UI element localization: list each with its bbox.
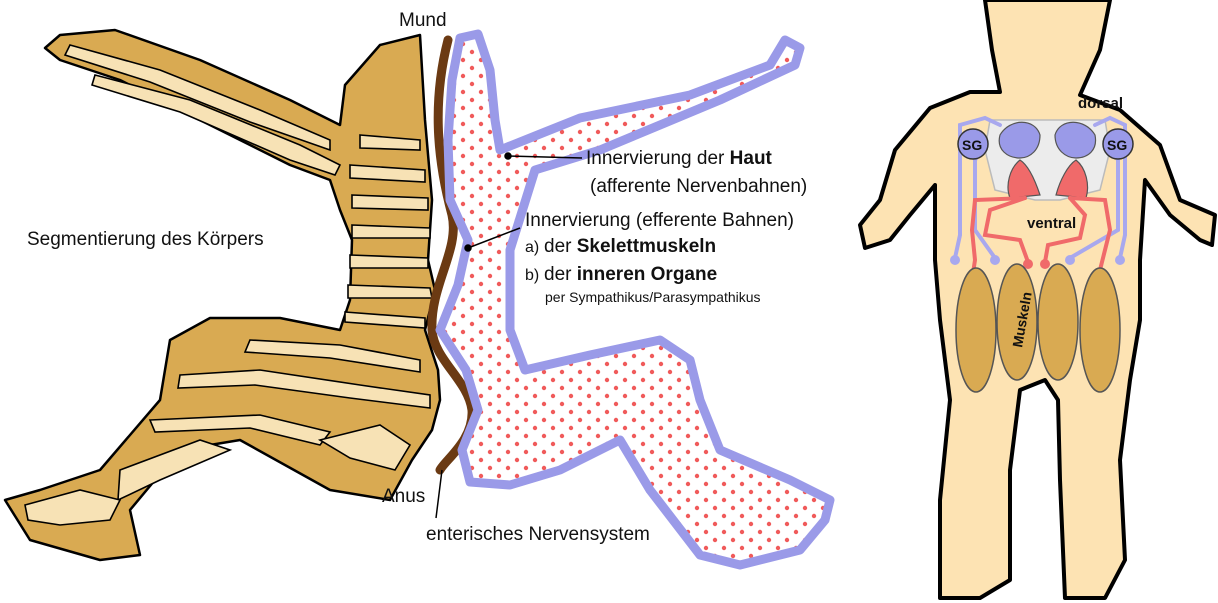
- item-b-sublabel: per Sympathikus/Parasympathikus: [545, 289, 761, 305]
- sg-left-label: SG: [962, 137, 982, 153]
- item-a-bold: Skelettmuskeln: [577, 236, 716, 257]
- skin-label-bold: Haut: [730, 148, 773, 169]
- skin-innervation-label: Innervierung der Haut: [586, 148, 773, 169]
- item-b-label: der inneren Organe: [544, 264, 717, 285]
- muscle-4: [1080, 268, 1120, 392]
- skin-afferent-sublabel: (afferente Nervenbahnen): [590, 176, 807, 197]
- segmentation-label: Segmentierung des Körpers: [27, 229, 264, 250]
- human-body-outline: [860, 0, 1215, 598]
- efferent-label: Innervierung (efferente Bahnen): [525, 210, 794, 231]
- item-b-marker: b): [525, 267, 539, 284]
- efferent-leader-dot: [465, 245, 471, 251]
- item-b-prefix: der: [544, 264, 577, 285]
- muscle-3: [1038, 264, 1078, 380]
- mouth-label: Mund: [399, 10, 447, 31]
- skin-leader-dot: [505, 153, 511, 159]
- item-a-marker: a): [525, 239, 539, 256]
- ventral-label: ventral: [1027, 215, 1076, 232]
- human-body: [860, 0, 1215, 598]
- item-a-label: der Skelettmuskeln: [544, 236, 716, 257]
- anus-label: Anus: [382, 486, 425, 507]
- enteric-label: enterisches Nervensystem: [426, 524, 650, 545]
- item-a-prefix: der: [544, 236, 577, 257]
- item-b-bold: inneren Organe: [577, 264, 717, 285]
- segmented-body: [5, 30, 440, 560]
- muscle-1: [956, 268, 996, 392]
- sg-right-label: SG: [1107, 137, 1127, 153]
- skin-label-prefix: Innervierung der: [586, 148, 730, 169]
- enteric-leader-line: [436, 470, 442, 518]
- dorsal-label: dorsal: [1078, 95, 1123, 112]
